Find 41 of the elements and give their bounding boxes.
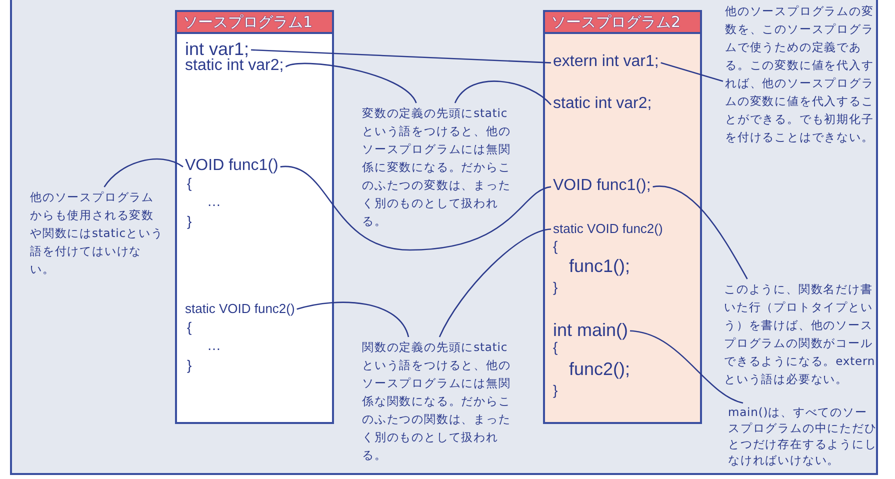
code-line: VOID func1(); xyxy=(553,178,651,194)
annotation-text: 他のソースプログラムからも使用される変数や関数にはstaticという語を付けてはいけない。 xyxy=(30,188,165,278)
code-line: { xyxy=(187,176,192,190)
annotation-text: このように、関数名だけ書いた行（プロトタイプという）を書けば、他のソースプログラムの関数がコールできるようになる。externという語は必要ない。 xyxy=(724,280,879,388)
code-line: static VOID func2() xyxy=(185,302,295,315)
code-line: func2(); xyxy=(569,360,630,378)
leader-line xyxy=(660,62,724,82)
code-line: static VOID func2() xyxy=(553,222,663,235)
panel-title: ソースプログラム2 xyxy=(545,12,700,34)
annotation-text: 関数の定義の先頭にstaticという語をつけると、他のソースプログラムには無関係な関数になる。だからこのふたつの関数は、まったく別のものとして扱われる。 xyxy=(362,338,517,464)
code-line: VOID func1() xyxy=(185,158,278,174)
code-line: … xyxy=(207,338,221,352)
leader-line xyxy=(630,330,744,404)
leader-line xyxy=(454,80,552,106)
code-line: { xyxy=(187,320,192,334)
annotation-text: 変数の定義の先頭にstaticという語をつけると、他のソースプログラムには無関係に変数になる。だからこのふたつの変数は、まったく別のものとして扱われる。 xyxy=(362,104,517,230)
code-line: extern int var1; xyxy=(553,54,659,70)
panel-title: ソースプログラム1 xyxy=(177,12,332,34)
leader-line xyxy=(280,166,552,251)
leader-line xyxy=(104,158,184,188)
code-line: … xyxy=(207,194,221,208)
code-line: int var1; xyxy=(185,40,250,58)
code-panel xyxy=(175,10,334,424)
code-line: static int var2; xyxy=(553,96,652,112)
code-line: } xyxy=(187,358,192,372)
code-line: { xyxy=(553,340,558,354)
code-line: { xyxy=(553,239,558,253)
leader-line xyxy=(438,228,552,338)
leader-line xyxy=(652,186,748,280)
code-panel xyxy=(543,10,702,424)
annotation-text: main()は、すべてのソースプログラムの中にただひとつだけ存在するようにしなければいけない。 xyxy=(728,404,878,468)
annotation-text: 他のソースプログラムの変数を、このソースプログラムで使うための定義である。この変数に値を代入すれば、他のソースプログラムの変数に値を代入することができる。でも初期化子を付けることはできない。 xyxy=(725,2,880,146)
code-line: } xyxy=(553,383,558,397)
code-line: func1(); xyxy=(569,257,630,275)
code-line: } xyxy=(187,214,192,228)
code-line: int main() xyxy=(553,321,628,339)
leader-line xyxy=(285,62,417,104)
leader-line xyxy=(296,302,410,338)
code-line: static int var2; xyxy=(185,58,284,74)
code-line: } xyxy=(553,280,558,294)
leader-line xyxy=(251,49,552,64)
